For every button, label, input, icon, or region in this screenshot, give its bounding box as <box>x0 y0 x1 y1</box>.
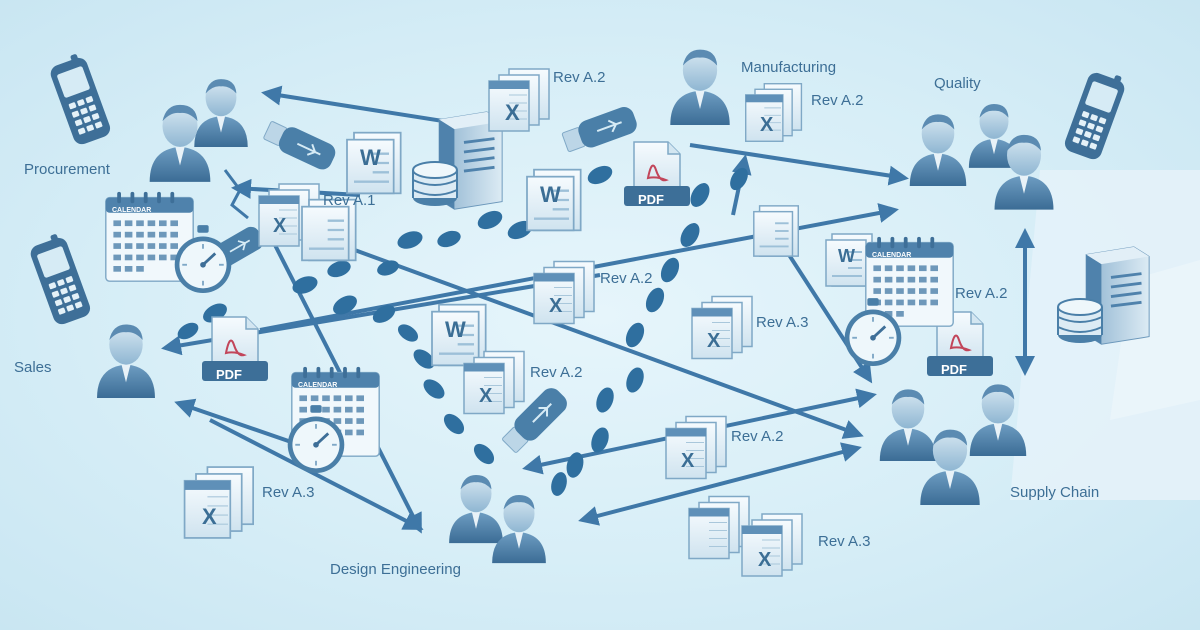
manufacturing-person-icon <box>670 49 730 125</box>
pdf-document-icon: PDF <box>623 141 691 207</box>
svg-text:X: X <box>758 549 772 571</box>
revision-label: Rev A.2 <box>955 285 1008 302</box>
excel-document-icon: X <box>258 183 320 247</box>
supply-chain-people-icon <box>879 384 1027 505</box>
word-document-icon: W <box>825 233 873 287</box>
arrow-to-sales-lower <box>174 398 301 447</box>
svg-text:X: X <box>273 215 287 237</box>
svg-text:PDF: PDF <box>216 367 242 382</box>
mobile-phone-icon <box>26 231 93 327</box>
mobile-phone-icon <box>46 51 113 147</box>
excel-document-icon: X <box>463 350 525 415</box>
word-document-icon: W <box>525 168 582 232</box>
excel-document-icon: X <box>665 415 727 480</box>
word-document-icon: W <box>430 303 487 367</box>
revision-label: Rev A.2 <box>553 69 606 86</box>
arrow-design-supply-lower <box>578 442 862 526</box>
svg-text:CALENDAR: CALENDAR <box>298 382 337 389</box>
excel-document-icon: X <box>744 82 803 143</box>
revision-label: Rev A.3 <box>262 484 315 501</box>
arrow-sales-design <box>209 418 424 530</box>
svg-text:X: X <box>505 100 520 125</box>
svg-text:X: X <box>681 450 695 472</box>
database-icon <box>1057 298 1103 344</box>
svg-text:W: W <box>360 145 381 170</box>
svg-text:CALENDAR: CALENDAR <box>112 207 151 214</box>
svg-text:PDF: PDF <box>638 192 664 207</box>
document-stack-icon <box>752 204 800 258</box>
svg-text:PDF: PDF <box>941 362 967 377</box>
svg-text:X: X <box>479 385 493 407</box>
revision-label: Rev A.2 <box>600 270 653 287</box>
arrow-jagged <box>223 169 249 220</box>
calendar-icon: CALENDAR <box>105 191 194 282</box>
revision-label: Rev A.2 <box>530 364 583 381</box>
design-engineering-people-icon <box>449 474 546 564</box>
svg-text:X: X <box>760 114 774 136</box>
revision-label: Rev A.2 <box>731 428 784 445</box>
supply-chain-label: Supply Chain <box>1010 484 1099 501</box>
revision-label: Rev A.2 <box>811 92 864 109</box>
procurement-label: Procurement <box>24 161 111 178</box>
database-icon <box>412 161 458 207</box>
word-document-icon: W <box>345 131 402 195</box>
design-engineering-label: Design Engineering <box>330 561 461 578</box>
svg-text:W: W <box>445 317 466 342</box>
manufacturing-label: Manufacturing <box>741 59 836 76</box>
mobile-phone-icon <box>1062 66 1129 162</box>
pdf-document-icon: PDF <box>201 316 269 382</box>
calendar-icon: CALENDAR <box>865 236 954 327</box>
svg-text:W: W <box>838 246 855 266</box>
excel-document-icon: X <box>488 68 550 132</box>
quality-label: Quality <box>934 75 981 92</box>
svg-text:CALENDAR: CALENDAR <box>872 252 911 259</box>
svg-text:X: X <box>202 504 217 529</box>
quality-people-icon <box>909 104 1054 210</box>
excel-document-icon: X <box>688 495 803 577</box>
arrow-to-quality <box>689 143 909 186</box>
usb-drive-icon <box>559 103 641 157</box>
excel-document-icon: X <box>183 466 255 539</box>
revision-label: Rev A.3 <box>818 533 871 550</box>
procurement-people-icon <box>149 79 248 182</box>
excel-document-icon: X <box>691 295 753 360</box>
svg-text:X: X <box>549 295 563 317</box>
sales-label: Sales <box>14 359 52 376</box>
excel-document-icon: X <box>533 260 595 325</box>
calendar-icon: CALENDAR <box>291 366 380 457</box>
revision-label: Rev A.3 <box>756 314 809 331</box>
pdf-document-icon: PDF <box>926 311 994 377</box>
svg-text:W: W <box>540 182 561 207</box>
svg-text:X: X <box>707 330 721 352</box>
revision-label: Rev A.1 <box>323 192 376 209</box>
usb-drive-icon <box>260 116 340 174</box>
sales-person-icon <box>97 324 155 398</box>
